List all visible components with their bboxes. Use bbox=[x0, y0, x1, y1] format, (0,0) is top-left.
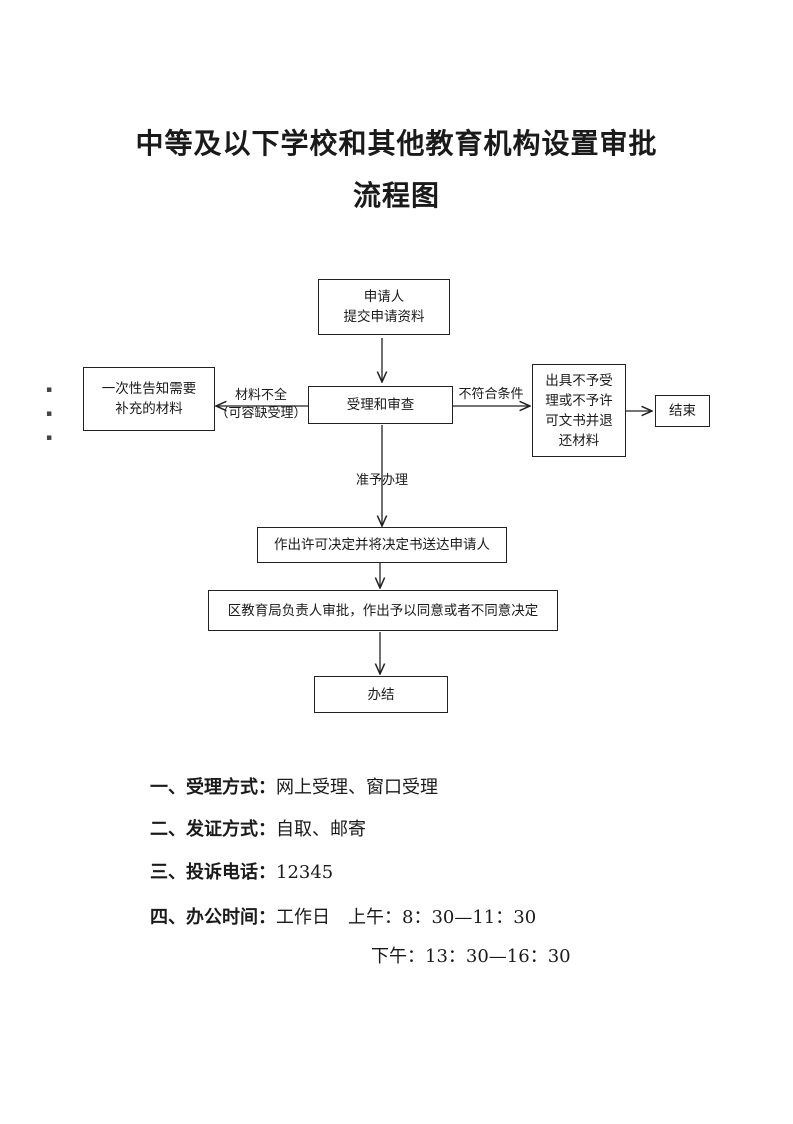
info-value: 自取、邮寄 bbox=[276, 819, 366, 840]
review-text: 受理和审查 bbox=[346, 397, 415, 413]
bureau-box: 区教育局负责人审批，作出予以同意或者不同意决定 bbox=[208, 590, 558, 631]
info-item-complaint-phone: 三、投诉电话：12345 bbox=[150, 858, 333, 884]
decision-text: 作出许可决定并将决定书送达申请人 bbox=[274, 537, 490, 553]
supplement-box: 一次性告知需要 补充的材料 bbox=[83, 367, 215, 431]
applicant-box: 申请人 提交申请资料 bbox=[318, 279, 450, 335]
supplement-line2: 补充的材料 bbox=[115, 401, 183, 417]
end-box: 结束 bbox=[655, 395, 710, 427]
info-key: 二、发证方式： bbox=[150, 819, 276, 840]
done-text: 办结 bbox=[367, 686, 395, 703]
applicant-line2: 提交申请资料 bbox=[343, 309, 425, 325]
applicant-line1: 申请人 bbox=[363, 289, 405, 305]
reject-line2: 理或不予许 bbox=[545, 392, 613, 409]
reject-line3: 可文书并退 bbox=[545, 412, 613, 429]
info-item-issuance: 二、发证方式：自取、邮寄 bbox=[150, 815, 366, 841]
reject-box: 出具不予受 理或不予许 可文书并退 还材料 bbox=[532, 364, 626, 457]
info-item-office-hours: 四、办公时间：工作日 上午：8：30—11：30 bbox=[150, 903, 536, 929]
incomplete-line1: 材料不全 bbox=[234, 388, 287, 403]
scan-marks: ▪▪▪ bbox=[46, 385, 53, 443]
approve-label: 准予办理 bbox=[355, 473, 408, 488]
reject-line4: 还材料 bbox=[558, 432, 600, 449]
info-key: 一、受理方式： bbox=[150, 777, 276, 798]
info-item-acceptance: 一、受理方式：网上受理、窗口受理 bbox=[150, 773, 438, 799]
review-box: 受理和审查 bbox=[308, 386, 453, 424]
info-key: 三、投诉电话： bbox=[150, 862, 276, 883]
reject-line1: 出具不予受 bbox=[545, 372, 613, 389]
document-subtitle: 流程图 bbox=[352, 179, 440, 212]
office-hours-afternoon: 下午：13：30—16：30 bbox=[371, 946, 571, 967]
incomplete-label: 材料不全 （可容缺受理） bbox=[213, 387, 309, 423]
done-box: 办结 bbox=[314, 676, 448, 713]
incomplete-line2: （可容缺受理） bbox=[215, 406, 307, 421]
end-text: 结束 bbox=[669, 403, 696, 419]
document-title: 中等及以下学校和其他教育机构设置审批 bbox=[135, 127, 658, 160]
info-key: 四、办公时间： bbox=[150, 907, 276, 928]
bureau-text: 区教育局负责人审批，作出予以同意或者不同意决定 bbox=[227, 602, 539, 619]
not-meet-label: 不符合条件 bbox=[458, 387, 524, 402]
info-value: 12345 bbox=[276, 862, 334, 883]
info-value: 工作日 上午：8：30—11：30 bbox=[276, 907, 537, 928]
supplement-line1: 一次性告知需要 bbox=[101, 381, 197, 397]
info-value: 网上受理、窗口受理 bbox=[276, 777, 438, 798]
decision-box: 作出许可决定并将决定书送达申请人 bbox=[257, 527, 507, 563]
